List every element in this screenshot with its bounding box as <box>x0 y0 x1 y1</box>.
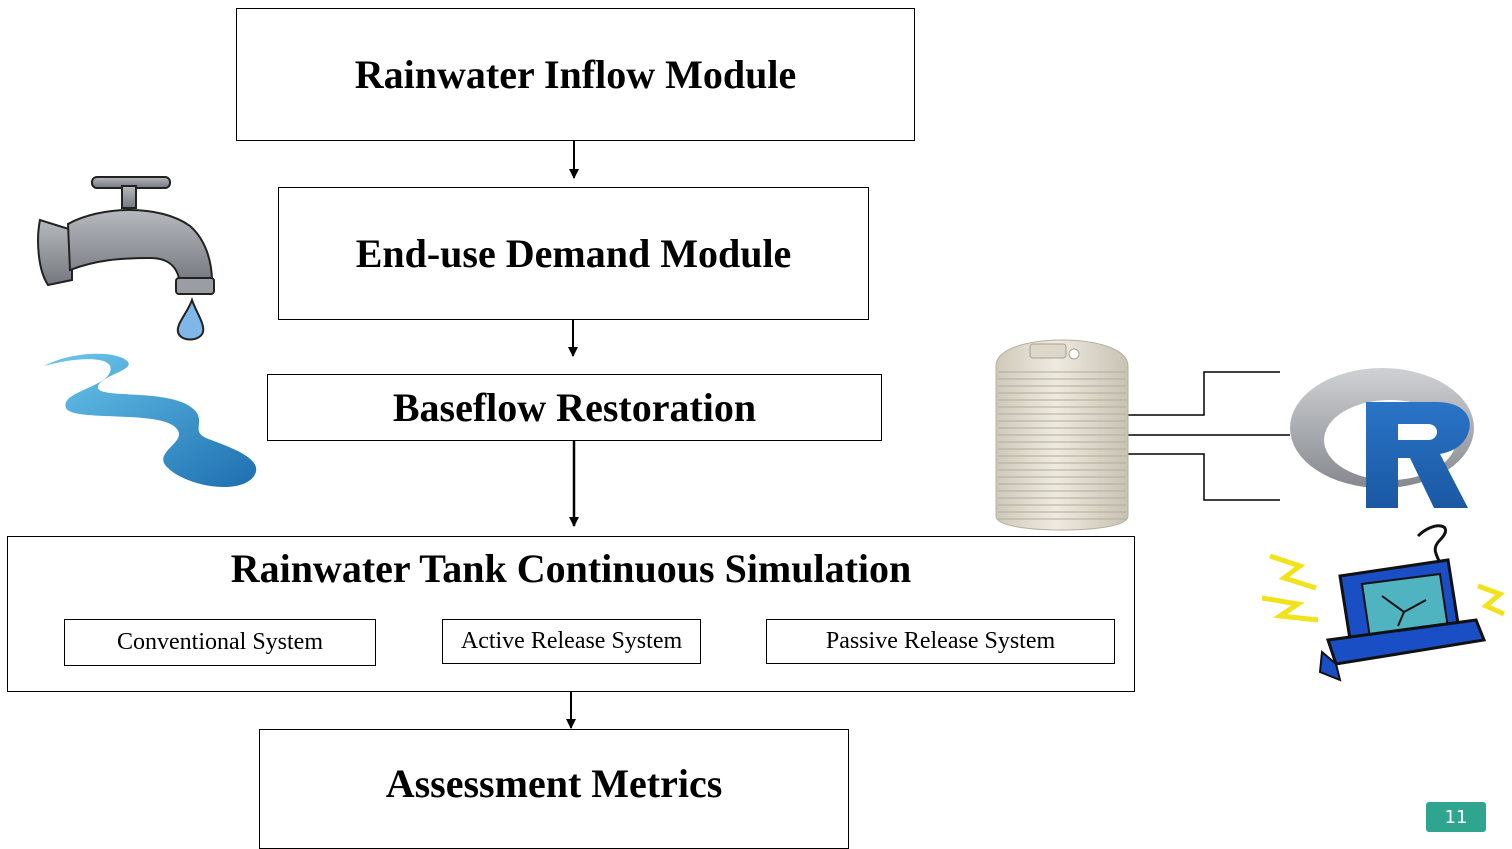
page-number: 11 <box>1444 806 1468 828</box>
stream-icon <box>44 353 257 488</box>
water-tank-icon <box>995 339 1129 531</box>
water-tap-icon <box>37 176 215 341</box>
computer-icon <box>1261 514 1506 682</box>
passive-release-system-label: Passive Release System <box>825 628 1056 654</box>
baseflow-restoration-module: Baseflow Restoration <box>267 374 882 441</box>
rainwater-inflow-module-label: Rainwater Inflow Module <box>354 52 797 97</box>
rainwater-inflow-module: Rainwater Inflow Module <box>236 8 915 141</box>
tank-r-connector <box>1128 371 1290 501</box>
assessment-metrics-label: Assessment Metrics <box>385 761 723 806</box>
conventional-system-box: Conventional System <box>64 619 376 666</box>
active-release-system-box: Active Release System <box>442 619 701 664</box>
end-use-demand-module-label: End-use Demand Module <box>355 231 792 276</box>
baseflow-restoration-label: Baseflow Restoration <box>392 385 757 430</box>
rainwater-tank-simulation-module: Rainwater Tank Continuous Simulation Con… <box>7 536 1135 692</box>
page-number-badge: 11 <box>1426 802 1486 832</box>
end-use-demand-module: End-use Demand Module <box>278 187 869 320</box>
assessment-metrics-module: Assessment Metrics <box>259 729 849 849</box>
conventional-system-label: Conventional System <box>117 629 323 655</box>
active-release-system-label: Active Release System <box>460 628 683 654</box>
passive-release-system-box: Passive Release System <box>766 619 1115 664</box>
simulation-title: Rainwater Tank Continuous Simulation <box>230 546 912 591</box>
r-logo-icon <box>1290 368 1474 508</box>
